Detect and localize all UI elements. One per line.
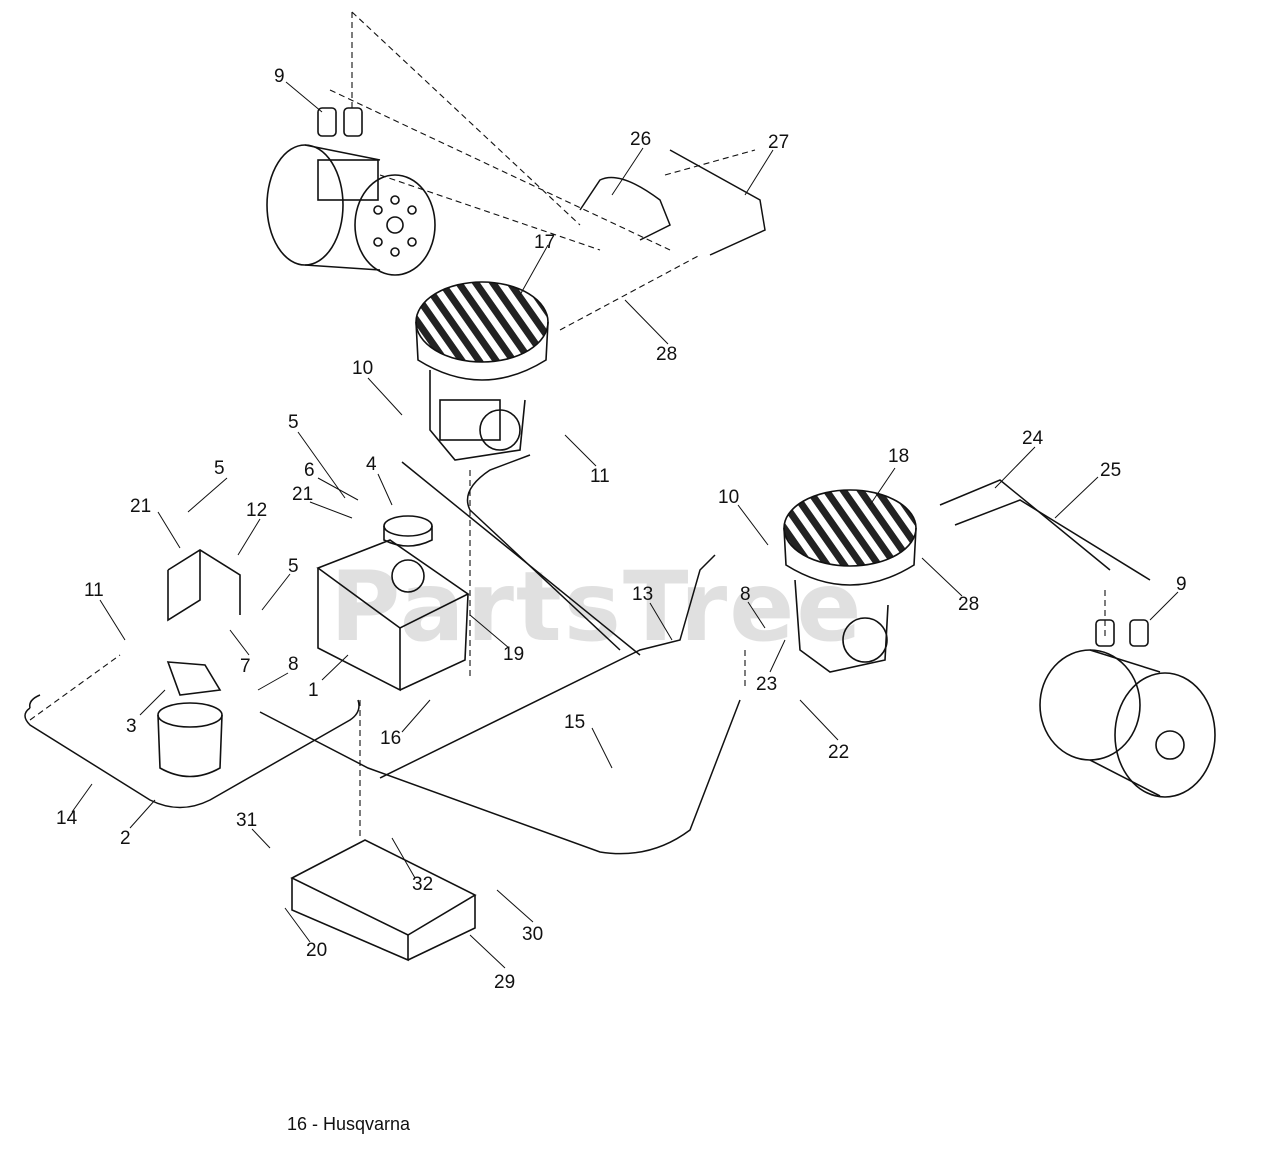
callout-9: 9 — [274, 66, 285, 87]
callout-leaders — [71, 81, 1179, 969]
callout-11: 11 — [84, 580, 104, 601]
watermark: PartsTree — [330, 551, 863, 663]
callout-24: 24 — [1022, 428, 1044, 449]
callout-23: 23 — [756, 674, 777, 695]
callout-11: 11 — [590, 466, 610, 487]
callout-6: 6 — [304, 460, 315, 481]
oil-cooler — [290, 839, 477, 962]
callout-31: 31 — [236, 810, 257, 831]
callout-labels: 9 26 27 17 28 10 11 5 4 6 21 5 21 12 11 … — [56, 66, 1187, 993]
callout-26: 26 — [630, 129, 651, 150]
mounting-bracket — [167, 549, 241, 622]
callout-12: 12 — [246, 500, 267, 521]
callout-25: 25 — [1100, 460, 1121, 481]
callout-5: 5 — [288, 412, 299, 433]
callout-17: 17 — [534, 232, 555, 253]
callout-10: 10 — [352, 358, 373, 379]
page-footer: 16 - Husqvarna — [287, 1114, 411, 1134]
callout-5: 5 — [214, 458, 225, 479]
callout-15: 15 — [564, 712, 585, 733]
callout-28: 28 — [958, 594, 979, 615]
callout-21: 21 — [292, 484, 313, 505]
callout-18: 18 — [888, 446, 909, 467]
hydrostatic-pump-upper — [415, 281, 549, 461]
callout-2: 2 — [120, 828, 131, 849]
dashed-leaders — [29, 11, 1106, 840]
callout-7: 7 — [240, 656, 251, 677]
callout-21: 21 — [130, 496, 151, 517]
hydraulic-tank — [316, 515, 470, 692]
callout-28: 28 — [656, 344, 677, 365]
callout-8: 8 — [740, 584, 751, 605]
callout-5: 5 — [288, 556, 299, 577]
callout-20: 20 — [306, 940, 327, 961]
callout-29: 29 — [494, 972, 515, 993]
hose-lines — [24, 149, 1151, 855]
callout-16: 16 — [380, 728, 401, 749]
callout-4: 4 — [366, 454, 377, 475]
callout-30: 30 — [522, 924, 543, 945]
wheel-motor-left — [266, 107, 436, 276]
callout-32: 32 — [412, 874, 433, 895]
callout-3: 3 — [126, 716, 137, 737]
callout-9: 9 — [1176, 574, 1187, 595]
callout-22: 22 — [828, 742, 849, 763]
callout-10: 10 — [718, 487, 739, 508]
callout-19: 19 — [503, 644, 524, 665]
callout-14: 14 — [56, 808, 78, 829]
wheel-motor-right — [1039, 619, 1216, 798]
callout-13: 13 — [632, 584, 653, 605]
callout-8: 8 — [288, 654, 299, 675]
hydrostatic-pump-right — [783, 489, 917, 673]
oil-filter — [157, 661, 223, 778]
callout-27: 27 — [768, 132, 789, 153]
callout-1: 1 — [308, 680, 319, 701]
